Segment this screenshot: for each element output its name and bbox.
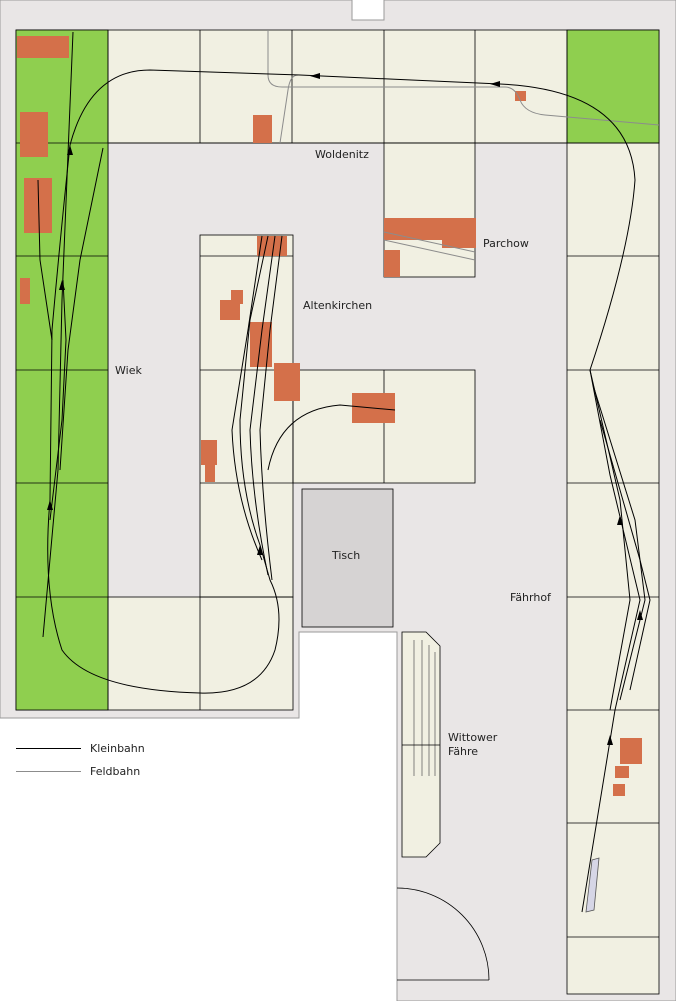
legend-kleinbahn-swatch bbox=[16, 748, 81, 749]
building bbox=[20, 112, 48, 157]
legend-feldbahn-label: Feldbahn bbox=[90, 765, 141, 778]
label-tisch: Tisch bbox=[332, 549, 361, 562]
feldbahn-tracks bbox=[267, 30, 660, 261]
module-grid bbox=[16, 30, 659, 938]
building bbox=[17, 36, 69, 58]
track-markers bbox=[47, 73, 643, 745]
building bbox=[20, 278, 30, 304]
building bbox=[201, 440, 217, 465]
ferry-tracks bbox=[402, 640, 440, 776]
building bbox=[253, 115, 272, 143]
door-swing bbox=[396, 887, 490, 981]
label-faehrhof: Fährhof bbox=[510, 591, 551, 604]
legend-feldbahn-swatch bbox=[16, 771, 81, 772]
ferry-boat bbox=[585, 857, 600, 913]
label-faehre: Fähre bbox=[448, 745, 479, 758]
module-right-column bbox=[566, 142, 660, 995]
building bbox=[384, 250, 400, 277]
table-tisch bbox=[301, 488, 394, 628]
label-parchow: Parchow bbox=[483, 237, 529, 250]
label-wiek: Wiek bbox=[115, 364, 142, 377]
building bbox=[220, 300, 240, 320]
label-woldenitz: Woldenitz bbox=[315, 148, 369, 161]
building bbox=[515, 91, 526, 101]
building bbox=[442, 222, 476, 248]
label-altenkirchen: Altenkirchen bbox=[303, 299, 373, 312]
building bbox=[250, 322, 272, 367]
kleinbahn-tracks bbox=[37, 31, 651, 913]
building bbox=[613, 784, 625, 796]
label-wittower: Wittower bbox=[448, 731, 498, 744]
building bbox=[274, 363, 300, 401]
module-middle-column bbox=[199, 234, 294, 598]
building bbox=[620, 738, 642, 764]
ferry-wittower-faehre bbox=[401, 631, 441, 858]
legend-kleinbahn-label: Kleinbahn bbox=[90, 742, 145, 755]
building bbox=[231, 290, 243, 304]
building bbox=[205, 462, 215, 482]
buildings bbox=[17, 36, 642, 796]
building bbox=[615, 766, 629, 778]
grass-top-right bbox=[566, 29, 660, 144]
